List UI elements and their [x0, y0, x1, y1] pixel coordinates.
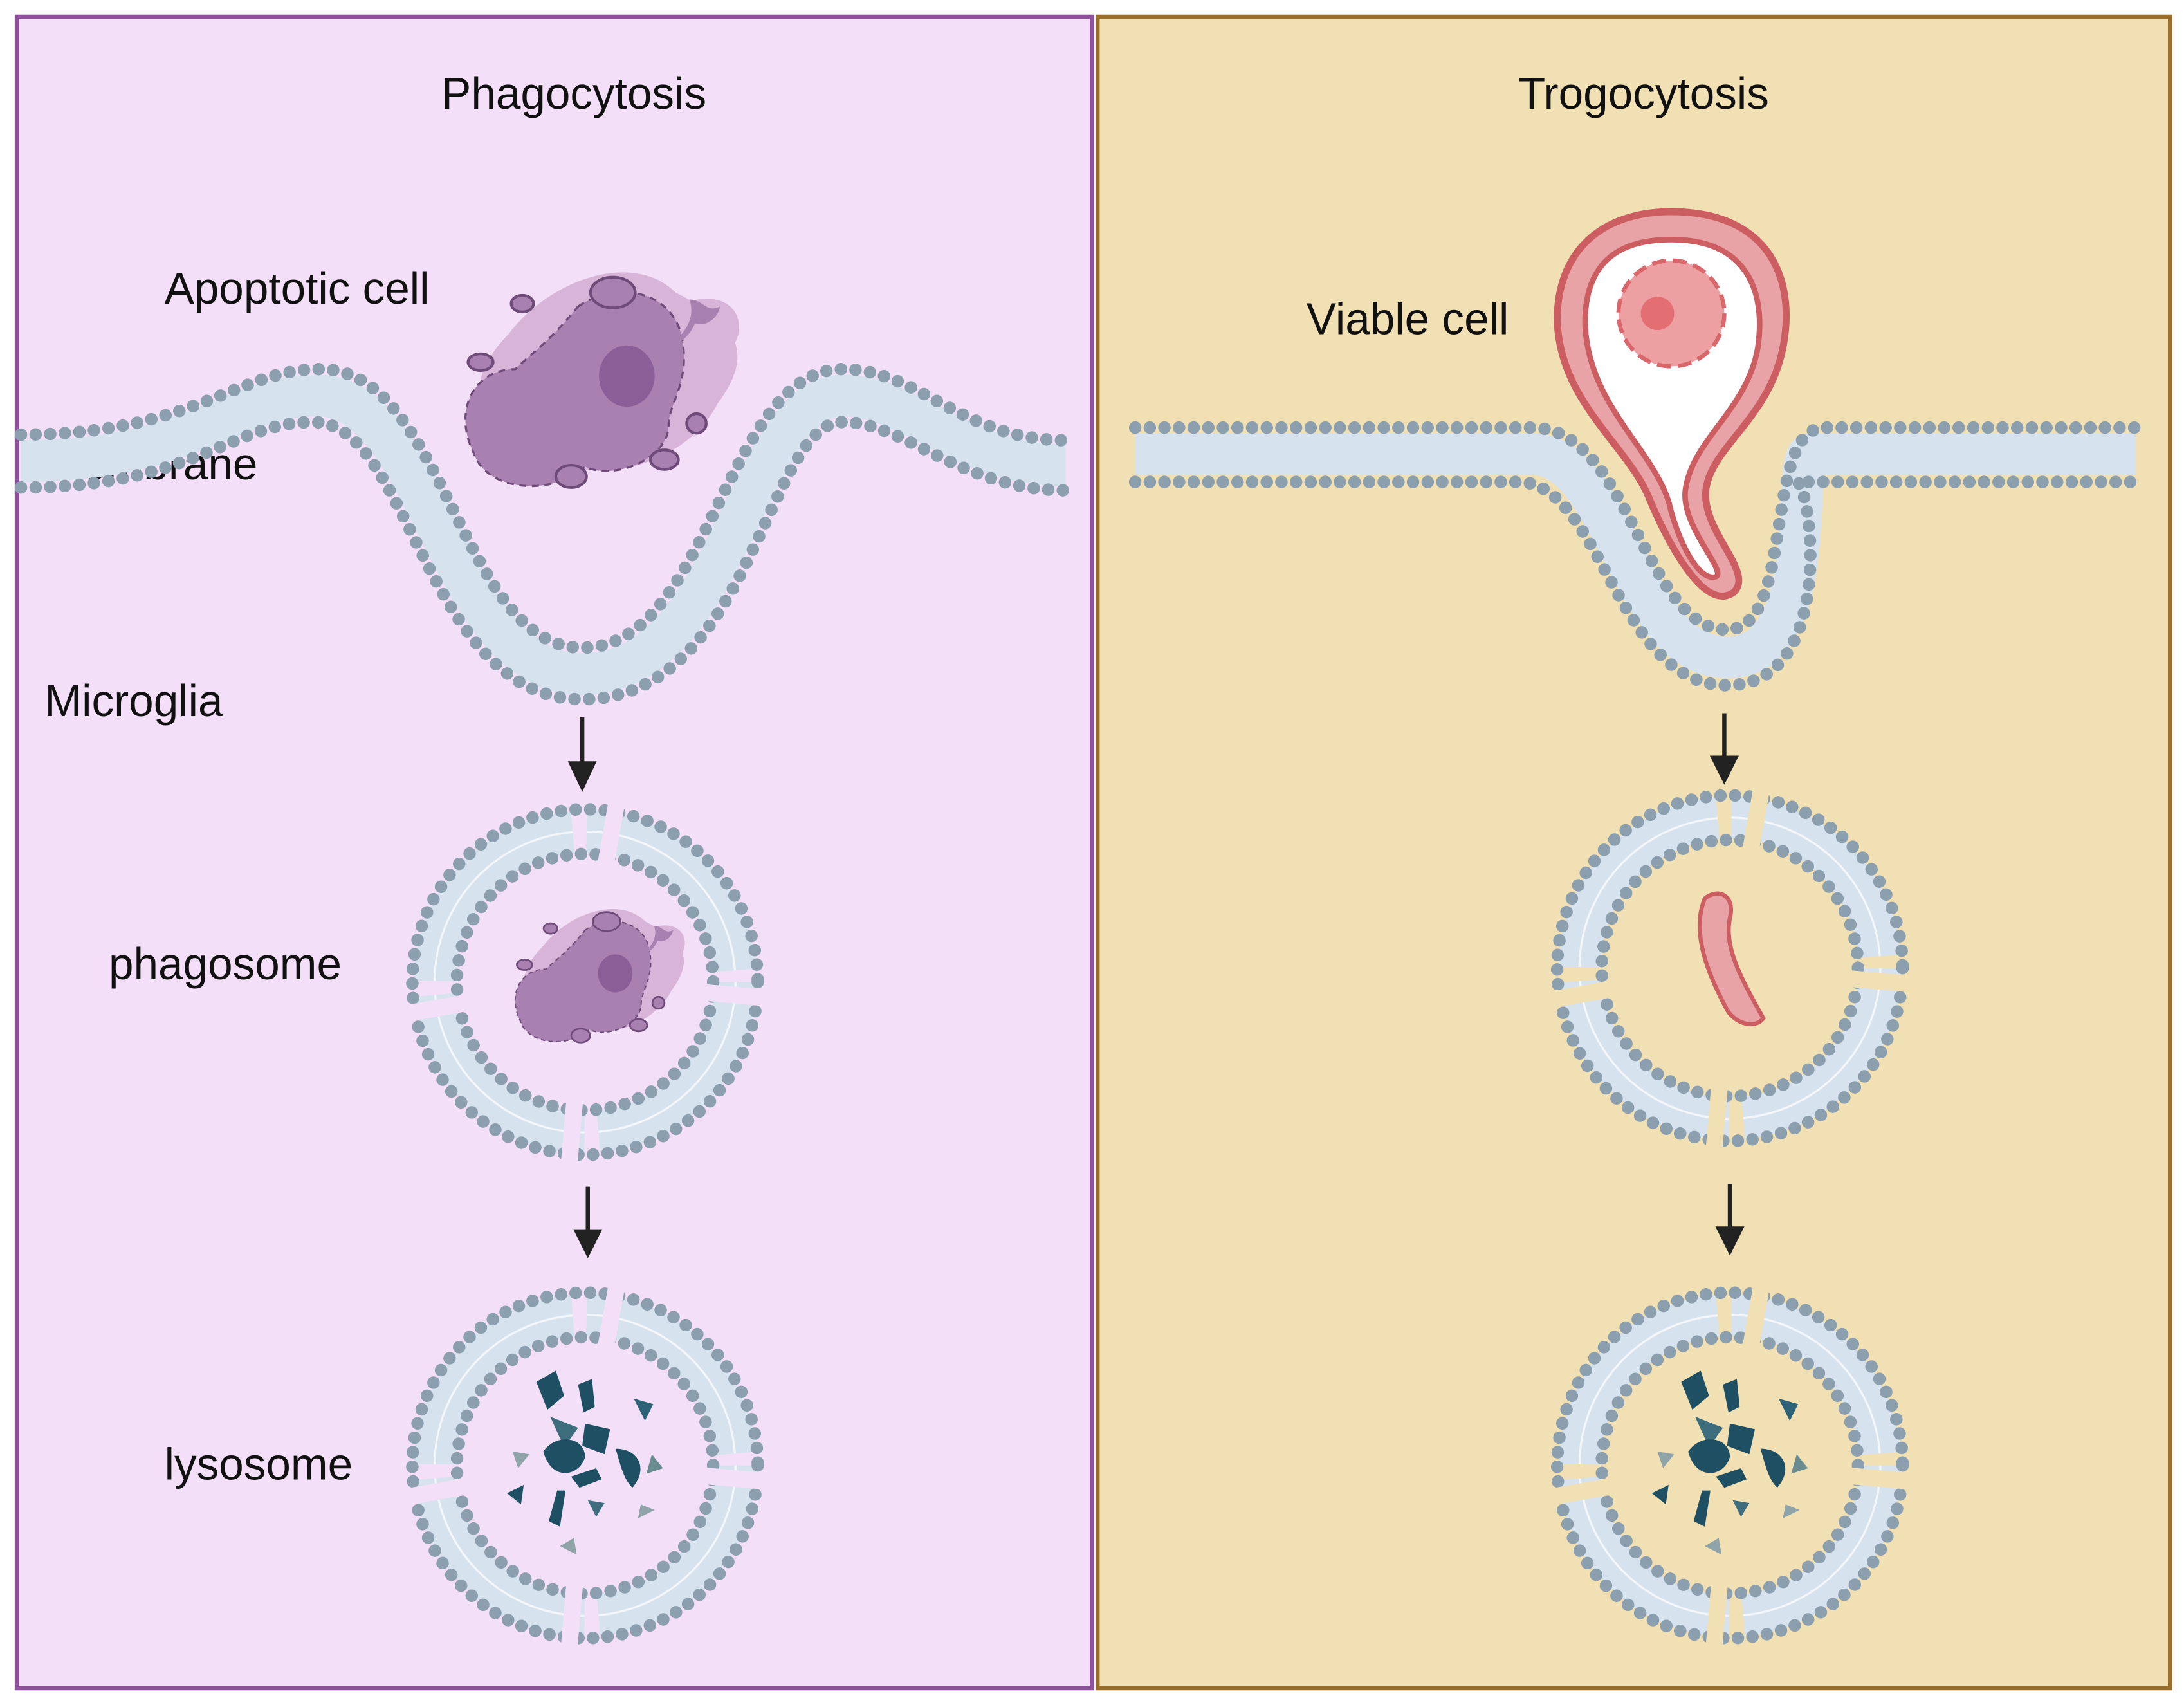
- cell-membrane: [1128, 421, 2142, 692]
- panel-title: Trogocytosis: [1518, 68, 1769, 118]
- arrow-down-icon: [1715, 1184, 1745, 1256]
- viable-cell: [1554, 208, 1790, 600]
- lysosome-label: lysosome: [165, 1439, 353, 1489]
- arrow-down-icon: [1709, 713, 1739, 785]
- cell-membrane: [14, 362, 1072, 706]
- trogocytosis-panel: Trogocytosis Viable cell: [1095, 14, 2172, 1691]
- arrow-down-icon: [573, 1186, 603, 1258]
- phagocytosis-panel: Phagocytosis Apoptotic cell Membrane Mic…: [14, 14, 1094, 1691]
- viable-cell-label: Viable cell: [1307, 294, 1509, 344]
- panel-title: Phagocytosis: [441, 68, 706, 118]
- trogosome: [1552, 790, 1911, 1149]
- phagosome-label: phagosome: [109, 939, 342, 989]
- microglia-label: Microglia: [44, 676, 223, 726]
- apoptotic-cell-label: Apoptotic cell: [165, 263, 430, 313]
- arrow-down-icon: [567, 717, 597, 792]
